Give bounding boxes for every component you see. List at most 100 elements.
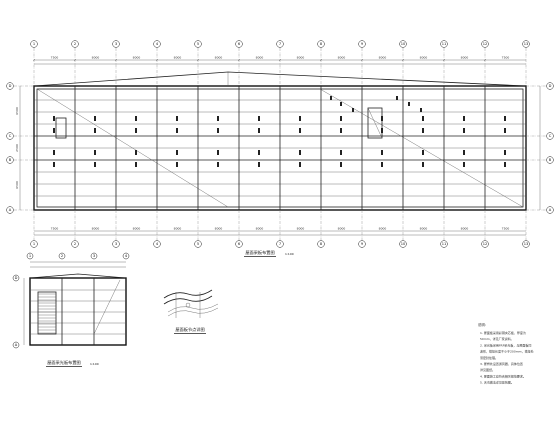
row-axis-label: A: [9, 208, 12, 212]
left-dimension: 6500: [15, 107, 19, 115]
right-row-axis-bubble: C: [526, 132, 554, 140]
notes-heading: 说明：: [478, 322, 488, 327]
bottom-col-axis-bubble: 8: [317, 240, 325, 248]
col-axis-label: 8: [320, 42, 323, 46]
top-col-axis-bubble: 6: [235, 40, 243, 48]
bottom-dimension: 8000: [461, 227, 469, 231]
top-dimension: 8000: [297, 56, 305, 60]
bottom-dimension: 7500: [502, 227, 510, 231]
top-dimension: 8000: [256, 56, 264, 60]
left-dimension: 6500: [15, 181, 19, 189]
purlin-studs: [53, 96, 506, 167]
left-row-axis-bubble: B: [6, 156, 34, 164]
col-axis-label: 11: [442, 242, 447, 246]
roof-opening: [55, 117, 67, 139]
row-axis-label: D: [9, 84, 12, 88]
detail-axis-label: 3: [93, 254, 95, 258]
bottom-dimension: 8000: [215, 227, 223, 231]
col-axis-label: 2: [74, 242, 76, 246]
bottom-col-axis-bubble: 12: [481, 240, 489, 248]
note-line: 50mm，详见厂家资料。: [480, 336, 514, 341]
top-col-axis-bubble: 4: [153, 40, 161, 48]
row-axis-label: A: [549, 208, 552, 212]
row-axis-label: B: [9, 158, 12, 162]
top-col-axis-bubble: 11: [440, 40, 448, 48]
section-detail-title: 屋面板节点详图: [175, 326, 204, 333]
col-axis-label: 5: [197, 42, 199, 46]
top-dimension: 8000: [461, 56, 469, 60]
bottom-dimension: 8000: [379, 227, 387, 231]
left-row-axis-bubble: D: [6, 82, 34, 90]
skylight-strip: [37, 291, 57, 335]
top-dimension: 8000: [174, 56, 182, 60]
skylight-hatch: [38, 293, 56, 334]
left-row-axis-bubble: C: [6, 132, 34, 140]
top-col-axis-bubble: 10: [399, 40, 407, 48]
skylight-opening: [367, 107, 383, 139]
detail-axis-bubble: 4: [122, 252, 130, 260]
left-row-axis-bubble: A: [6, 206, 34, 214]
top-dimension: 8000: [379, 56, 387, 60]
col-axis-label: 10: [401, 242, 406, 246]
note-line: 2. 采光板采用FRP采光板，与屋面板同: [480, 342, 531, 347]
col-axis-label: 1: [33, 242, 35, 246]
col-axis-label: 7: [279, 42, 281, 46]
roof-panel-section-detail: 屋面板节点详图: [163, 289, 219, 334]
col-axis-label: 2: [74, 42, 76, 46]
detail-axis-label: 2: [61, 254, 63, 258]
col-axis-label: 1: [33, 42, 35, 46]
top-col-axis-bubble: 13: [522, 40, 530, 48]
detail-axis-bubbles: 1 2 3 4D A: [12, 252, 130, 349]
detail-row-bubble: D: [12, 274, 20, 282]
col-axis-label: 9: [361, 42, 364, 46]
col-axis-label: 4: [156, 242, 159, 246]
bottom-col-axis-bubble: 13: [522, 240, 530, 248]
note-line: 详见图纸。: [480, 367, 495, 372]
detail-row-label: D: [15, 276, 18, 280]
top-col-axis-bubble: 9: [358, 40, 366, 48]
col-axis-label: 3: [115, 42, 117, 46]
bottom-dimension: 8000: [256, 227, 264, 231]
bottom-col-axis-bubble: 9: [358, 240, 366, 248]
col-axis-label: 12: [483, 242, 488, 246]
col-axis-label: 7: [279, 242, 281, 246]
detail-axis-label: 4: [125, 254, 128, 258]
top-col-axis-bubble: 1: [30, 40, 38, 48]
right-row-axis-bubble: B: [526, 156, 554, 164]
top-dimension: 7500: [51, 56, 59, 60]
top-col-axis-bubble: 3: [112, 40, 120, 48]
bottom-col-axis-bubble: 1: [30, 240, 38, 248]
col-axis-label: 8: [320, 242, 323, 246]
note-line: 须密封处理。: [480, 355, 498, 360]
bottom-col-axis-bubble: 11: [440, 240, 448, 248]
row-axis-bubbles: D D C C B B A A: [6, 82, 554, 214]
bottom-col-axis-bubble: 10: [399, 240, 407, 248]
detail-axis-label: 1: [29, 254, 31, 258]
col-axis-label: 13: [524, 42, 529, 46]
bottom-col-axis-bubble: 5: [194, 240, 202, 248]
detail-row-bubble: A: [12, 341, 20, 349]
right-row-axis-bubble: D: [526, 82, 554, 90]
top-dimension: 7500: [502, 56, 510, 60]
detail-axis-bubble: 1: [26, 252, 34, 260]
bottom-dimension: 8000: [174, 227, 182, 231]
bottom-dimension: 8000: [420, 227, 428, 231]
top-col-axis-bubble: 2: [71, 40, 79, 48]
bottom-col-axis-bubble: 6: [235, 240, 243, 248]
top-col-axis-bubble: 5: [194, 40, 202, 48]
col-axis-label: 5: [197, 242, 199, 246]
note-line: 4. 屋面施工应符合相关规范要求。: [480, 373, 526, 378]
col-axis-label: 10: [401, 42, 406, 46]
frame-lines: [33, 48, 527, 240]
top-dimension: 8000: [215, 56, 223, 60]
row-axis-label: B: [549, 158, 552, 162]
bottom-col-axis-bubble: 2: [71, 240, 79, 248]
row-axis-label: C: [549, 134, 552, 138]
col-axis-label: 6: [238, 42, 241, 46]
right-row-axis-bubble: A: [526, 206, 554, 214]
bottom-col-axis-bubble: 3: [112, 240, 120, 248]
bottom-col-axis-bubble: 7: [276, 240, 284, 248]
top-dimension: 8000: [133, 56, 141, 60]
col-axis-label: 4: [156, 42, 159, 46]
